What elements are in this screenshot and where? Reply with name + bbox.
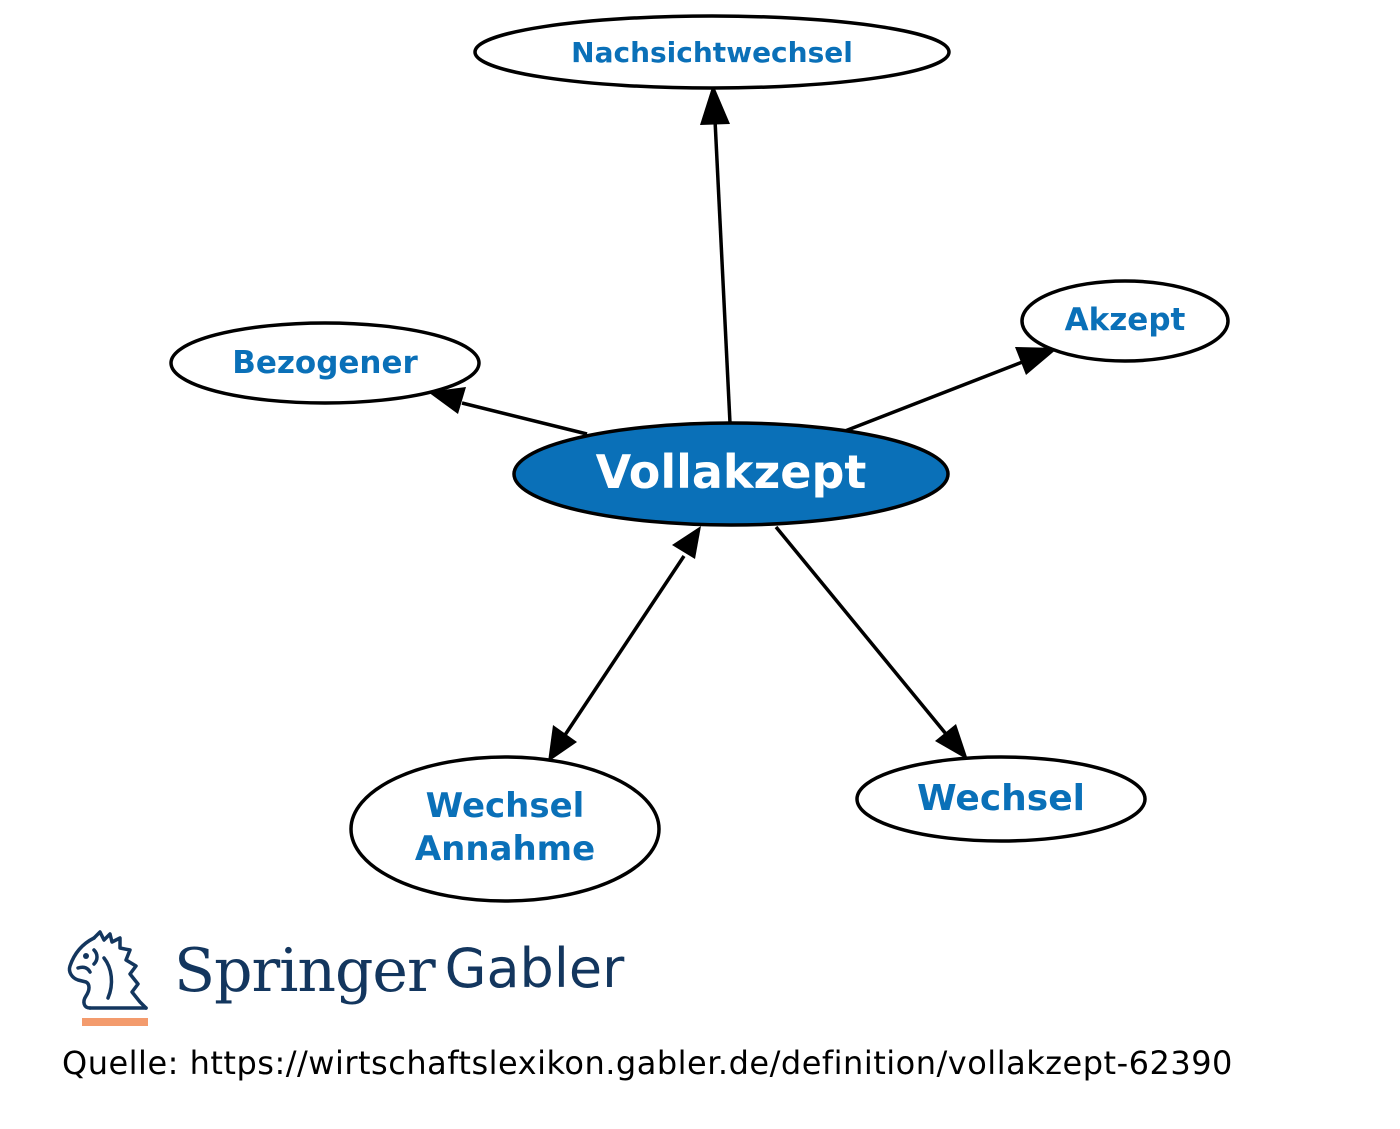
node-bezogener[interactable]: Bezogener — [169, 321, 481, 405]
node-wechsel[interactable]: Wechsel — [855, 755, 1147, 843]
arrowhead-nachsichtwechsel — [700, 84, 730, 125]
knight-horse-icon — [67, 930, 148, 1026]
arrowhead-akzept — [1015, 347, 1058, 375]
node-label-bezogener: Bezogener — [232, 345, 418, 381]
arrowhead-wechsel-annahme — [548, 725, 577, 762]
node-nachsichtwechsel[interactable]: Nachsichtwechsel — [473, 14, 951, 90]
edge-to-wechsel-annahme — [563, 555, 686, 736]
edge-to-bezogener — [461, 401, 588, 436]
node-label-wechsel-annahme-line2: Annahme — [415, 829, 595, 869]
concept-diagram: Nachsichtwechsel Akzept Bezogener Vollak… — [169, 14, 1230, 903]
node-label-wechsel: Wechsel — [917, 778, 1085, 819]
source-caption: Quelle: https://wirtschaftslexikon.gable… — [62, 1044, 1233, 1082]
edge-to-nachsichtwechsel — [713, 119, 732, 424]
node-wechsel-annahme[interactable]: Wechsel Annahme — [349, 755, 661, 903]
node-akzept[interactable]: Akzept — [1020, 279, 1230, 363]
node-label-vollakzept: Vollakzept — [596, 445, 867, 499]
node-vollakzept[interactable]: Vollakzept — [512, 421, 950, 527]
logo-brand: Springer — [174, 936, 436, 1006]
edge-to-wechsel — [774, 525, 948, 736]
arrowhead-wechsel — [935, 724, 968, 760]
arrowhead-bezogener — [428, 387, 466, 414]
node-label-nachsichtwechsel: Nachsichtwechsel — [571, 36, 853, 69]
edges — [428, 84, 1058, 762]
arrowhead-vollakzept-from-annahme — [672, 526, 701, 559]
logo-sub: Gabler — [444, 937, 625, 1000]
node-label-wechsel-annahme-line1: Wechsel — [426, 786, 585, 826]
node-label-akzept: Akzept — [1065, 302, 1186, 338]
edge-to-akzept — [844, 359, 1026, 433]
